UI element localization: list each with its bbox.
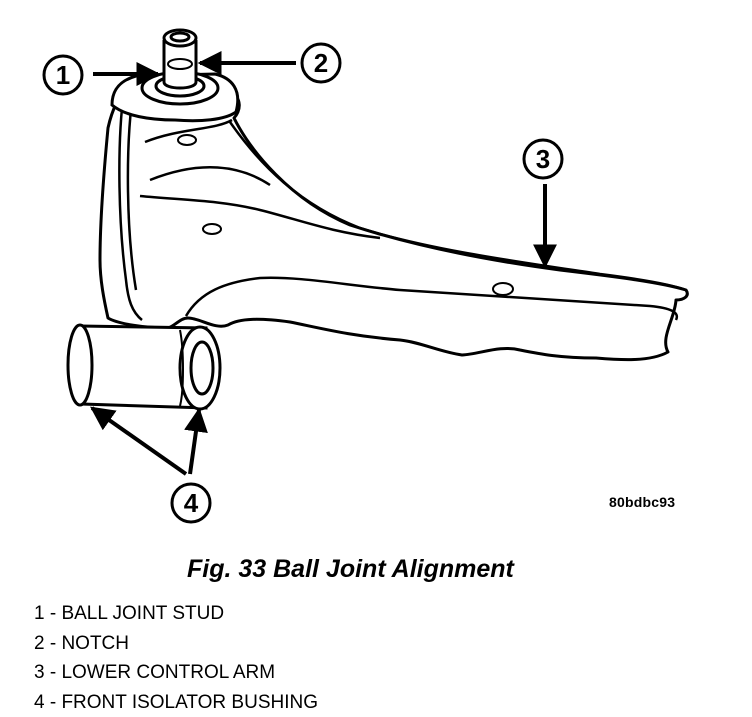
callout-3-label: 3 <box>536 144 550 174</box>
drawing-id: 80bdbc93 <box>609 494 675 510</box>
callout-4: 4 <box>172 484 210 522</box>
callout-2: 2 <box>302 44 340 82</box>
legend-item: 4 - FRONT ISOLATOR BUSHING <box>34 688 318 717</box>
callout-4-label: 4 <box>184 488 199 518</box>
figure-caption: Fig. 33 Ball Joint Alignment <box>187 555 514 584</box>
callout-1-label: 1 <box>56 60 70 90</box>
legend-list: 1 - BALL JOINT STUD 2 - NOTCH 3 - LOWER … <box>34 599 318 717</box>
callout-1: 1 <box>44 56 82 94</box>
control-arm-illustration: 1 2 3 4 <box>0 0 752 540</box>
legend-item: 3 - LOWER CONTROL ARM <box>34 658 318 688</box>
callout-2-label: 2 <box>314 48 328 78</box>
arrow-4a <box>92 408 186 474</box>
callout-3: 3 <box>524 140 562 178</box>
legend-item: 1 - BALL JOINT STUD <box>34 599 318 629</box>
legend-item: 2 - NOTCH <box>34 629 318 659</box>
ball-joint-stud <box>164 30 196 88</box>
arrow-4b <box>190 410 199 474</box>
front-isolator-bushing <box>68 325 220 409</box>
